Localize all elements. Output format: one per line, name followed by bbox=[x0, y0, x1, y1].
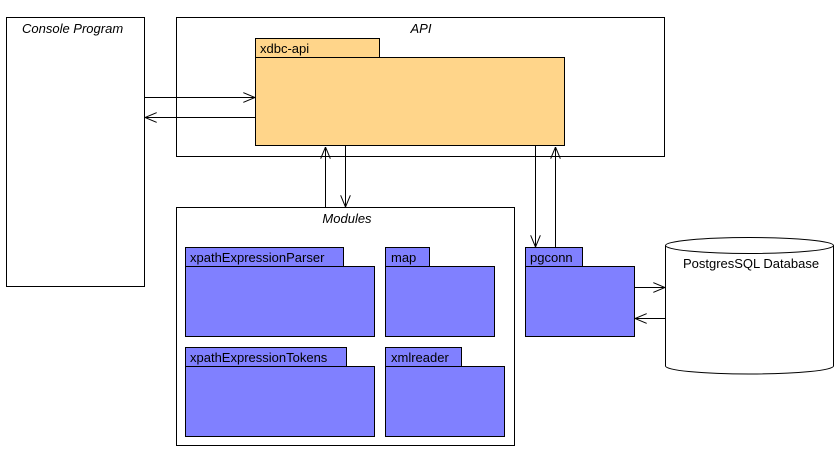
package-xmlreader: xmlreader bbox=[385, 347, 505, 437]
package-label-pgconn: pgconn bbox=[530, 250, 573, 265]
console-program-title: Console Program bbox=[22, 21, 123, 36]
api-title: API bbox=[410, 21, 432, 36]
package-label-xmlreader: xmlreader bbox=[391, 350, 449, 365]
package-xdbc-api: xdbc-api bbox=[255, 38, 565, 146]
package-label-map: map bbox=[391, 250, 416, 265]
connectors bbox=[145, 98, 665, 319]
console-program-container: Console Program bbox=[6, 17, 145, 287]
package-label-xdbc-api: xdbc-api bbox=[260, 41, 309, 56]
database-label: PostgresSQL Database bbox=[683, 256, 819, 271]
modules-title: Modules bbox=[322, 211, 372, 226]
postgres-database-cylinder: PostgresSQL Database bbox=[665, 237, 834, 375]
package-label-xpath-expression-tokens: xpathExpressionTokens bbox=[190, 350, 328, 365]
package-xpath-expression-parser: xpathExpressionParser bbox=[185, 247, 375, 337]
package-map: map bbox=[385, 247, 495, 337]
package-pgconn: pgconn bbox=[525, 247, 635, 337]
package-xpath-expression-tokens: xpathExpressionTokens bbox=[185, 347, 375, 437]
package-label-xpath-expression-parser: xpathExpressionParser bbox=[190, 250, 325, 265]
